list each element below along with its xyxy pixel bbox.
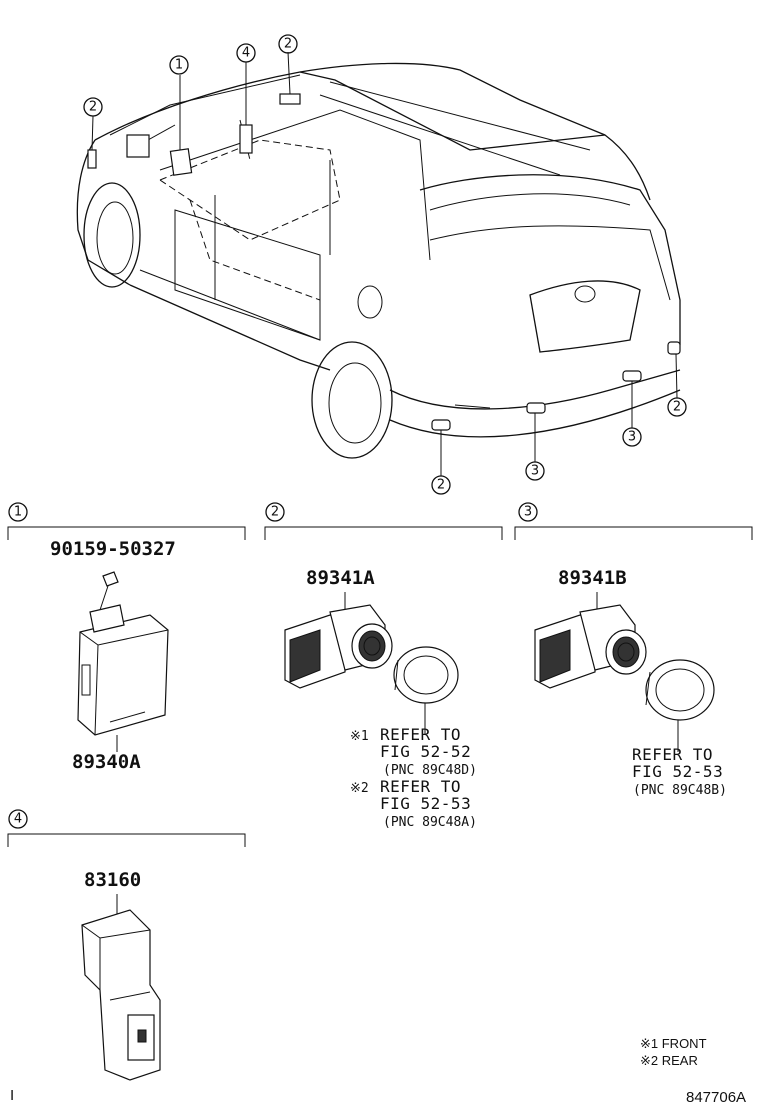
section-4-header: 4	[7, 809, 246, 847]
section-1-number: 1	[14, 505, 22, 520]
diagram-code: 847706A	[686, 1089, 746, 1106]
callout-1-icon: 1	[169, 55, 189, 75]
section-3-header: 3	[514, 502, 753, 540]
sensor-a-part-number: 89341A	[306, 567, 375, 589]
switch-assembly-icon	[81, 909, 161, 1081]
parking-sensor-icon	[534, 604, 647, 689]
callout-2-icon: 2	[667, 397, 687, 417]
callout-3-icon: 3	[622, 427, 642, 447]
callout-4-icon: 4	[236, 43, 256, 63]
ref3-line3: (PNC 89C48B)	[633, 783, 727, 798]
note-rear: ※2 REAR	[640, 1053, 698, 1068]
section-4-number: 4	[14, 812, 22, 827]
ref3-line1: REFER TO	[632, 745, 713, 764]
callout-3-number: 3	[531, 464, 539, 479]
control-module-icon	[77, 604, 169, 736]
section-3-number: 3	[524, 505, 532, 520]
sensor-b-part-number: 89341B	[558, 567, 627, 589]
module-part-number: 89340A	[72, 751, 141, 773]
callout-1-number: 1	[175, 58, 183, 73]
ref1-mark: ※1	[350, 729, 369, 744]
callout-3-icon: 3	[525, 461, 545, 481]
ref2-mark: ※2	[350, 781, 369, 796]
callout-2-icon: 2	[83, 97, 103, 117]
parking-sensor-icon	[284, 604, 393, 689]
callout-4-number: 4	[242, 46, 250, 61]
bolt-part-number: 90159-50327	[50, 538, 176, 560]
note-front: ※1 FRONT	[640, 1036, 707, 1051]
callout-3-number: 3	[628, 430, 636, 445]
ref2-line1: REFER TO	[380, 777, 461, 796]
sensor-retainer-ring-icon	[645, 659, 715, 721]
ref3-line2: FIG 52-53	[632, 762, 723, 781]
ref1-line1: REFER TO	[380, 725, 461, 744]
callout-2-number: 2	[89, 100, 97, 115]
ref2-line2: FIG 52-53	[380, 794, 471, 813]
section-2-number: 2	[271, 505, 279, 520]
section-1-header: 1	[7, 502, 246, 540]
switch-part-number: 83160	[84, 869, 141, 891]
callout-2-number: 2	[673, 400, 681, 415]
callout-2-icon: 2	[278, 34, 298, 54]
bolt-icon	[99, 571, 119, 611]
ref2-line3: (PNC 89C48A)	[383, 815, 477, 830]
callout-2-number: 2	[437, 478, 445, 493]
callout-2-icon: 2	[431, 475, 451, 495]
section-2-header: 2	[264, 502, 503, 540]
vehicle-illustration	[76, 51, 681, 476]
ref1-line2: FIG 52-52	[380, 742, 471, 761]
callout-2-number: 2	[284, 37, 292, 52]
sensor-retainer-ring-icon	[393, 646, 459, 704]
ref1-line3: (PNC 89C48D)	[383, 763, 477, 778]
corner-mark: I	[10, 1087, 14, 1104]
